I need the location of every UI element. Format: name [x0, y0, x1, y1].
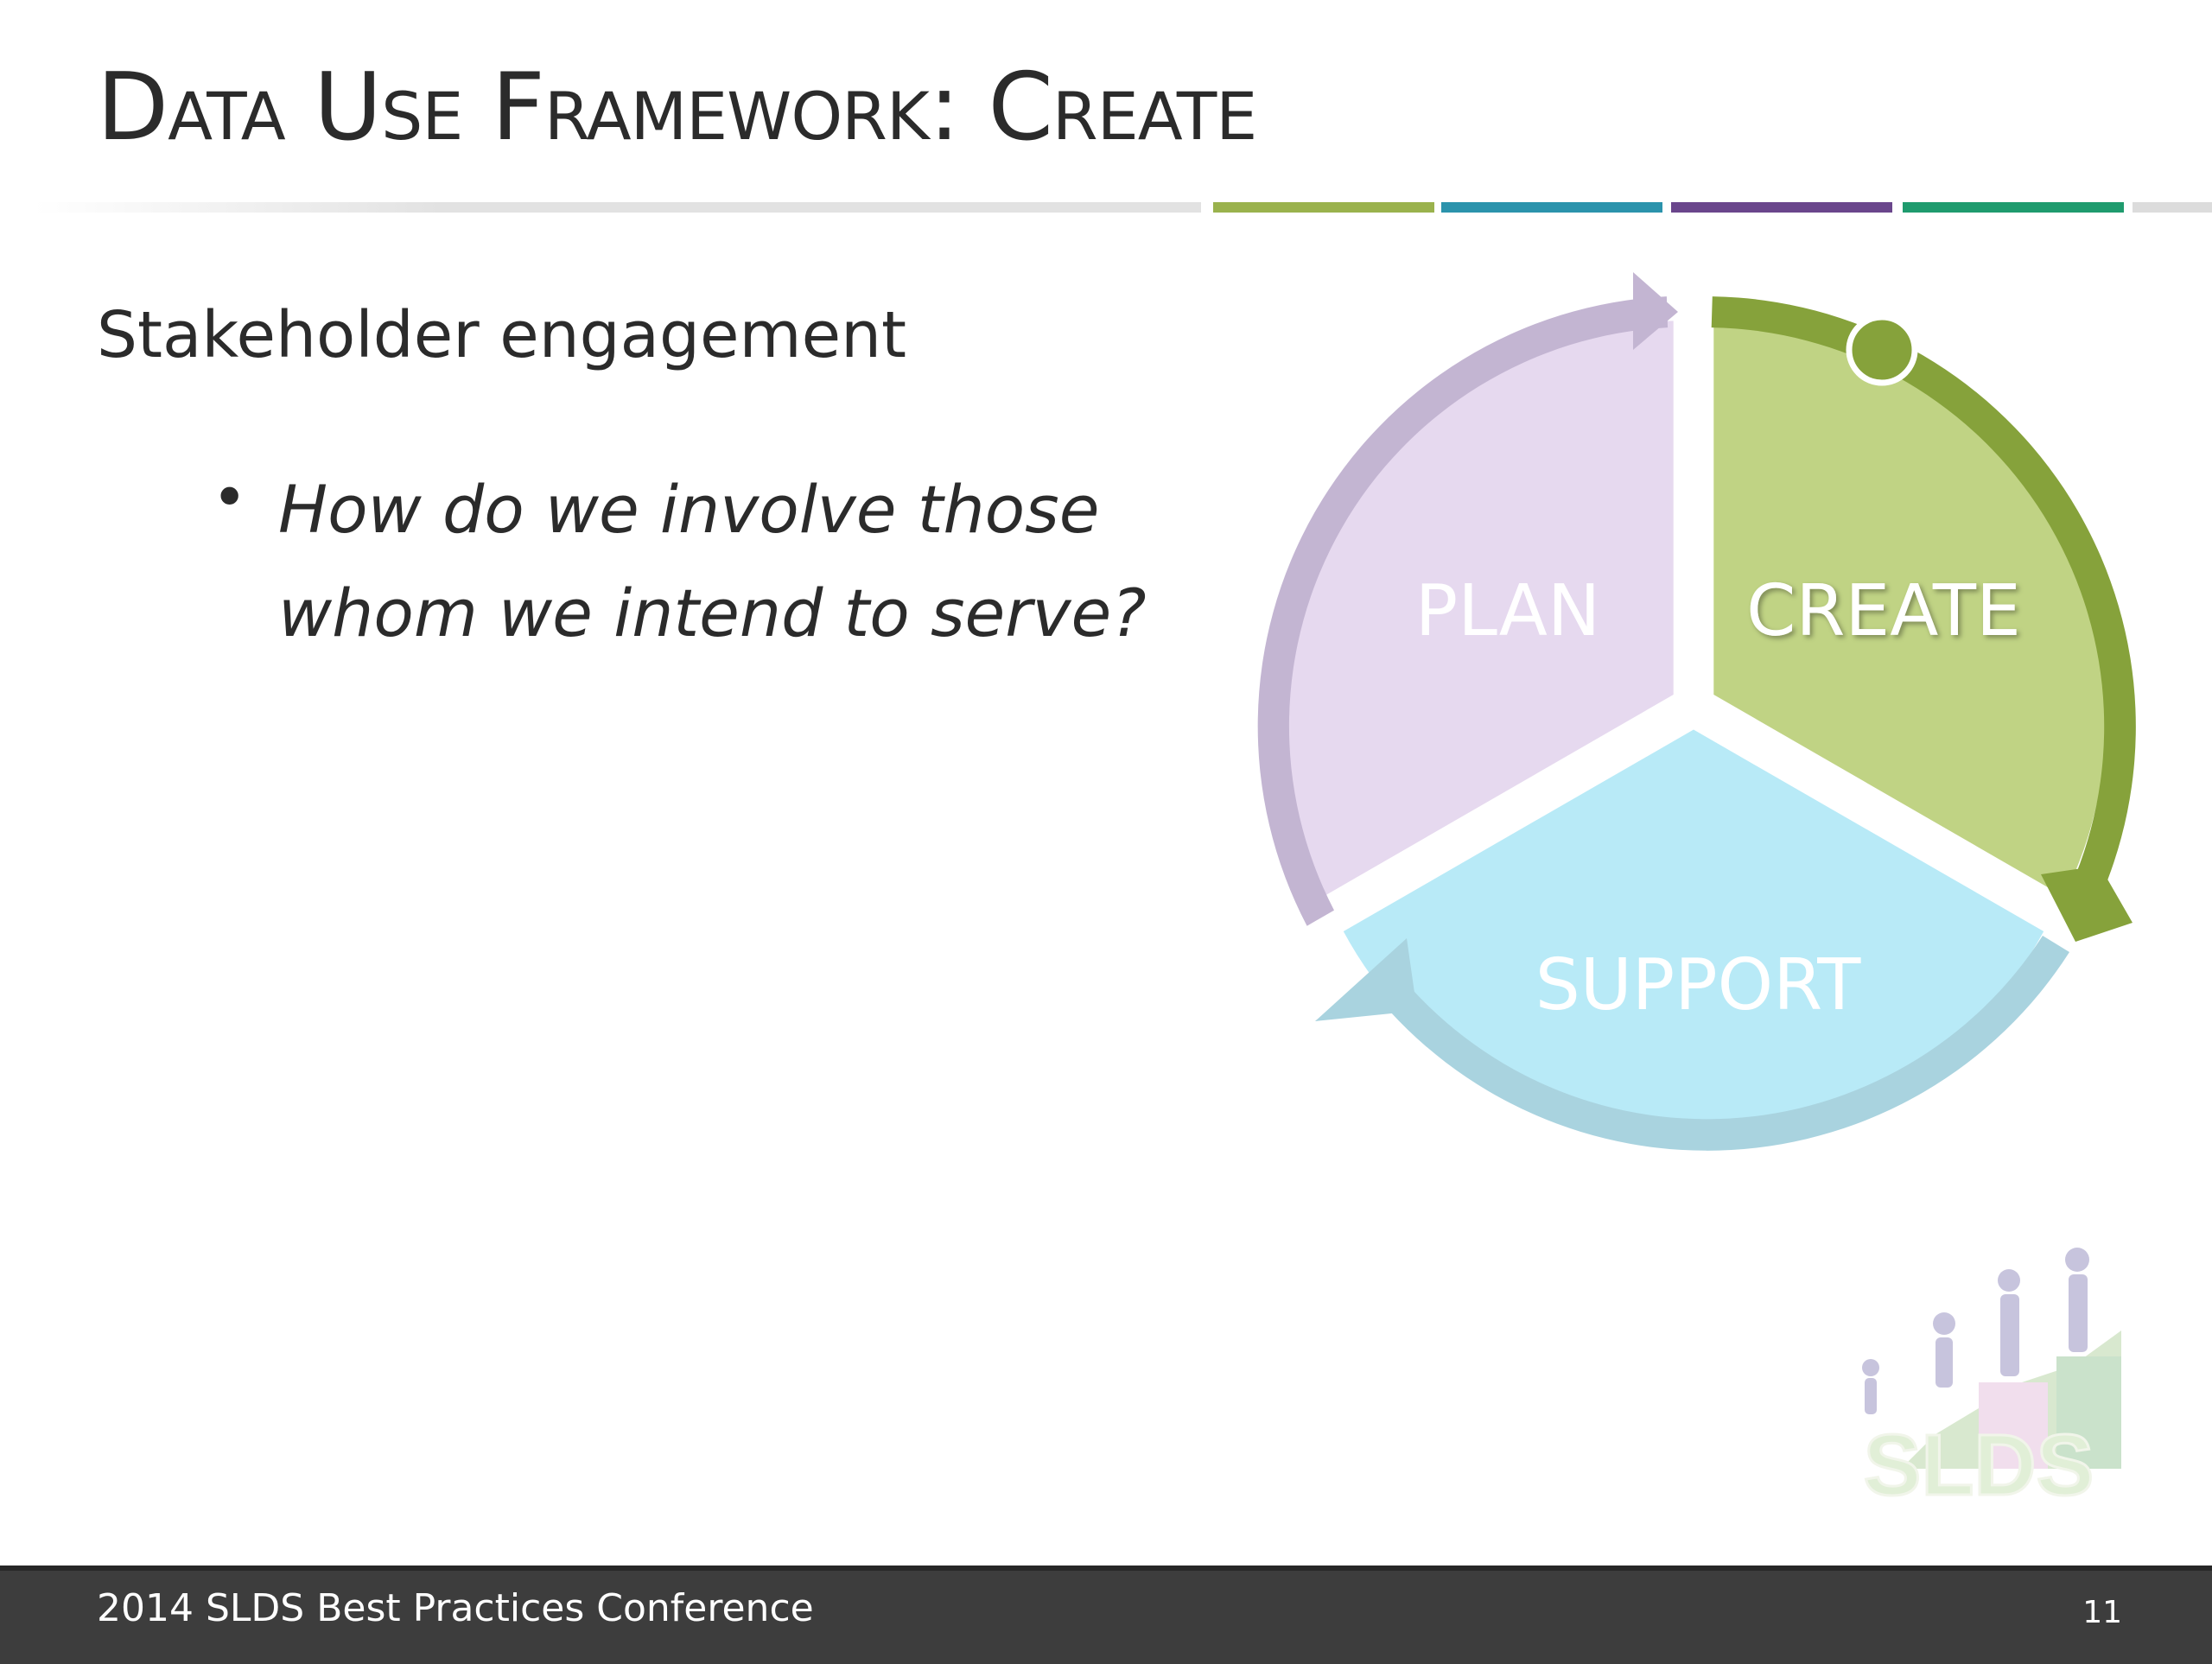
- accent-bar-purple: [1671, 202, 1892, 213]
- bullet-marker: •: [212, 462, 248, 533]
- logo-block-pink: [1979, 1382, 2048, 1469]
- slds-logo: SLDS: [1862, 1248, 2121, 1503]
- support-segment: [1343, 729, 2044, 1141]
- title-divider: [35, 202, 1201, 213]
- support-label: SUPPORT: [1535, 944, 1862, 1026]
- support-arrowhead: [1315, 938, 1417, 1021]
- plan-arrow: [1257, 296, 1669, 926]
- accent-bar-teal: [1441, 202, 1662, 213]
- create-arrowhead: [2041, 866, 2133, 942]
- cycle-diagram: PLAN CREATE SUPPORT: [1257, 272, 2136, 1151]
- plan-label: PLAN: [1415, 570, 1600, 652]
- active-indicator: [1846, 314, 1918, 386]
- support-arrow: [1373, 936, 2069, 1151]
- slide-title: Data Use Framework: Create: [97, 54, 1257, 162]
- accent-bars: [0, 202, 2212, 213]
- accent-bar-emerald: [1903, 202, 2124, 213]
- plan-arrowhead: [1633, 272, 1678, 350]
- footer-bar: [0, 1566, 2212, 1664]
- page-number: 11: [2082, 1595, 2122, 1630]
- create-label: CREATE: [1746, 570, 2021, 652]
- subheading: Stakeholder engagement: [97, 298, 907, 372]
- accent-bar-green: [1213, 202, 1434, 213]
- footer-conference: 2014 SLDS Best Practices Conference: [97, 1586, 814, 1630]
- logo-text: SLDS: [1864, 1417, 2094, 1503]
- logo-figures-icon: [1862, 1248, 2089, 1414]
- logo-block-green: [2056, 1356, 2121, 1469]
- bullet-question: How do we involve those whom we intend t…: [278, 471, 1147, 651]
- accent-bar-gray: [2133, 202, 2212, 213]
- create-arrow: [1711, 296, 2136, 887]
